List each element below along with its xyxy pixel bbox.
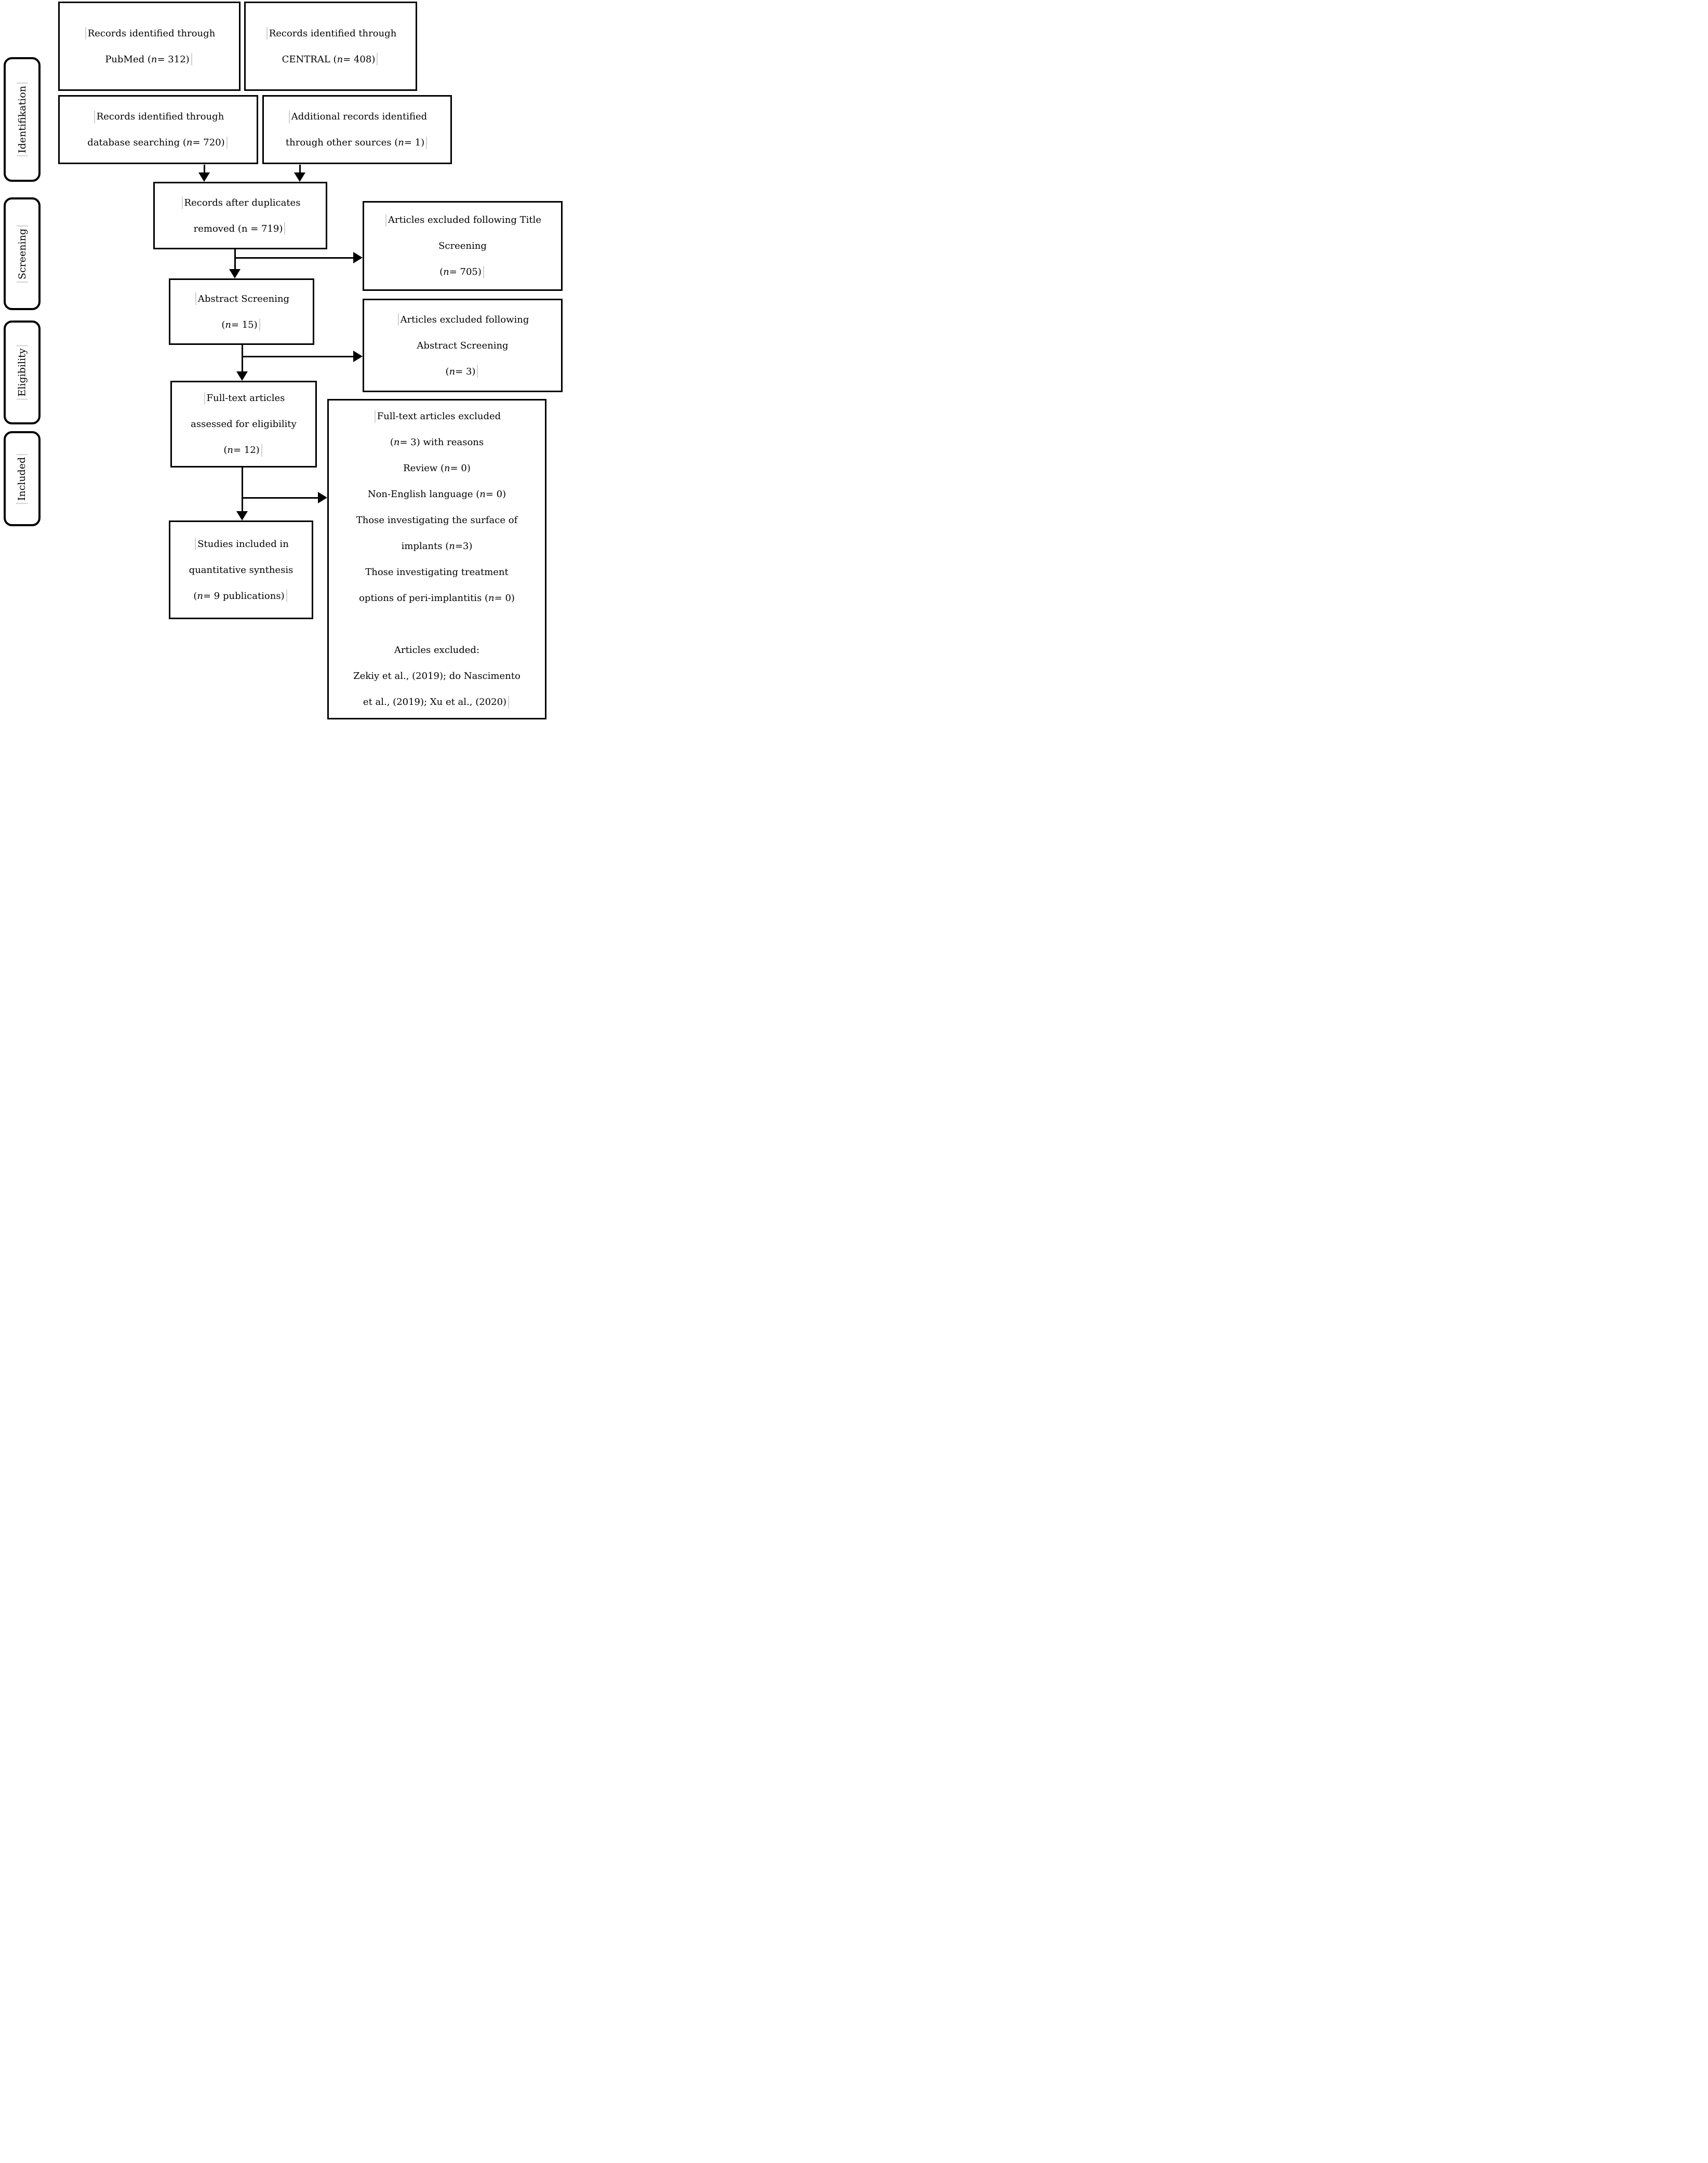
box-abstract-screening: Abstract Screening(n = 15) (169, 278, 314, 345)
flow-line-to-fulltext-excluded (242, 497, 318, 499)
arrowhead-down-icon (294, 172, 305, 182)
prisma-flow-diagram: Identifikation Screening Eligibility Inc… (0, 0, 569, 721)
stage-screening-label: Screening (17, 223, 28, 285)
flow-line-to-abstract-excluded (242, 356, 354, 357)
arrowhead-right-icon (353, 252, 363, 263)
stage-screening: Screening (4, 197, 41, 310)
stage-eligibility: Eligibility (4, 321, 41, 424)
box-abstract-screening-text: Abstract Screening(n = 15) (170, 286, 313, 338)
flow-line-abstract-to-fulltext (242, 345, 243, 371)
flow-line-other-to-duplicates (299, 165, 301, 173)
arrowhead-down-icon (236, 511, 248, 520)
stage-identification: Identifikation (4, 57, 41, 182)
stage-identification-label: Identifikation (17, 81, 28, 158)
stage-included: Included (4, 431, 41, 526)
arrowhead-right-icon (353, 351, 363, 362)
stage-included-label: Included (17, 451, 28, 505)
box-fulltext-excluded-text: Full-text articles excluded(n = 3) with … (329, 404, 545, 715)
flow-line-to-title-excluded (234, 257, 354, 259)
arrowhead-right-icon (318, 492, 327, 503)
arrowhead-down-icon (198, 172, 210, 182)
flow-line-duplicates-to-abstract (234, 249, 236, 269)
arrowhead-down-icon (236, 371, 248, 381)
stage-eligibility-label: Eligibility (17, 343, 28, 402)
flow-line-fulltext-to-studies (242, 468, 243, 511)
box-fulltext-excluded: Full-text articles excluded(n = 3) with … (327, 399, 546, 719)
flow-line-database-to-duplicates (204, 165, 205, 173)
arrowhead-down-icon (229, 269, 241, 278)
